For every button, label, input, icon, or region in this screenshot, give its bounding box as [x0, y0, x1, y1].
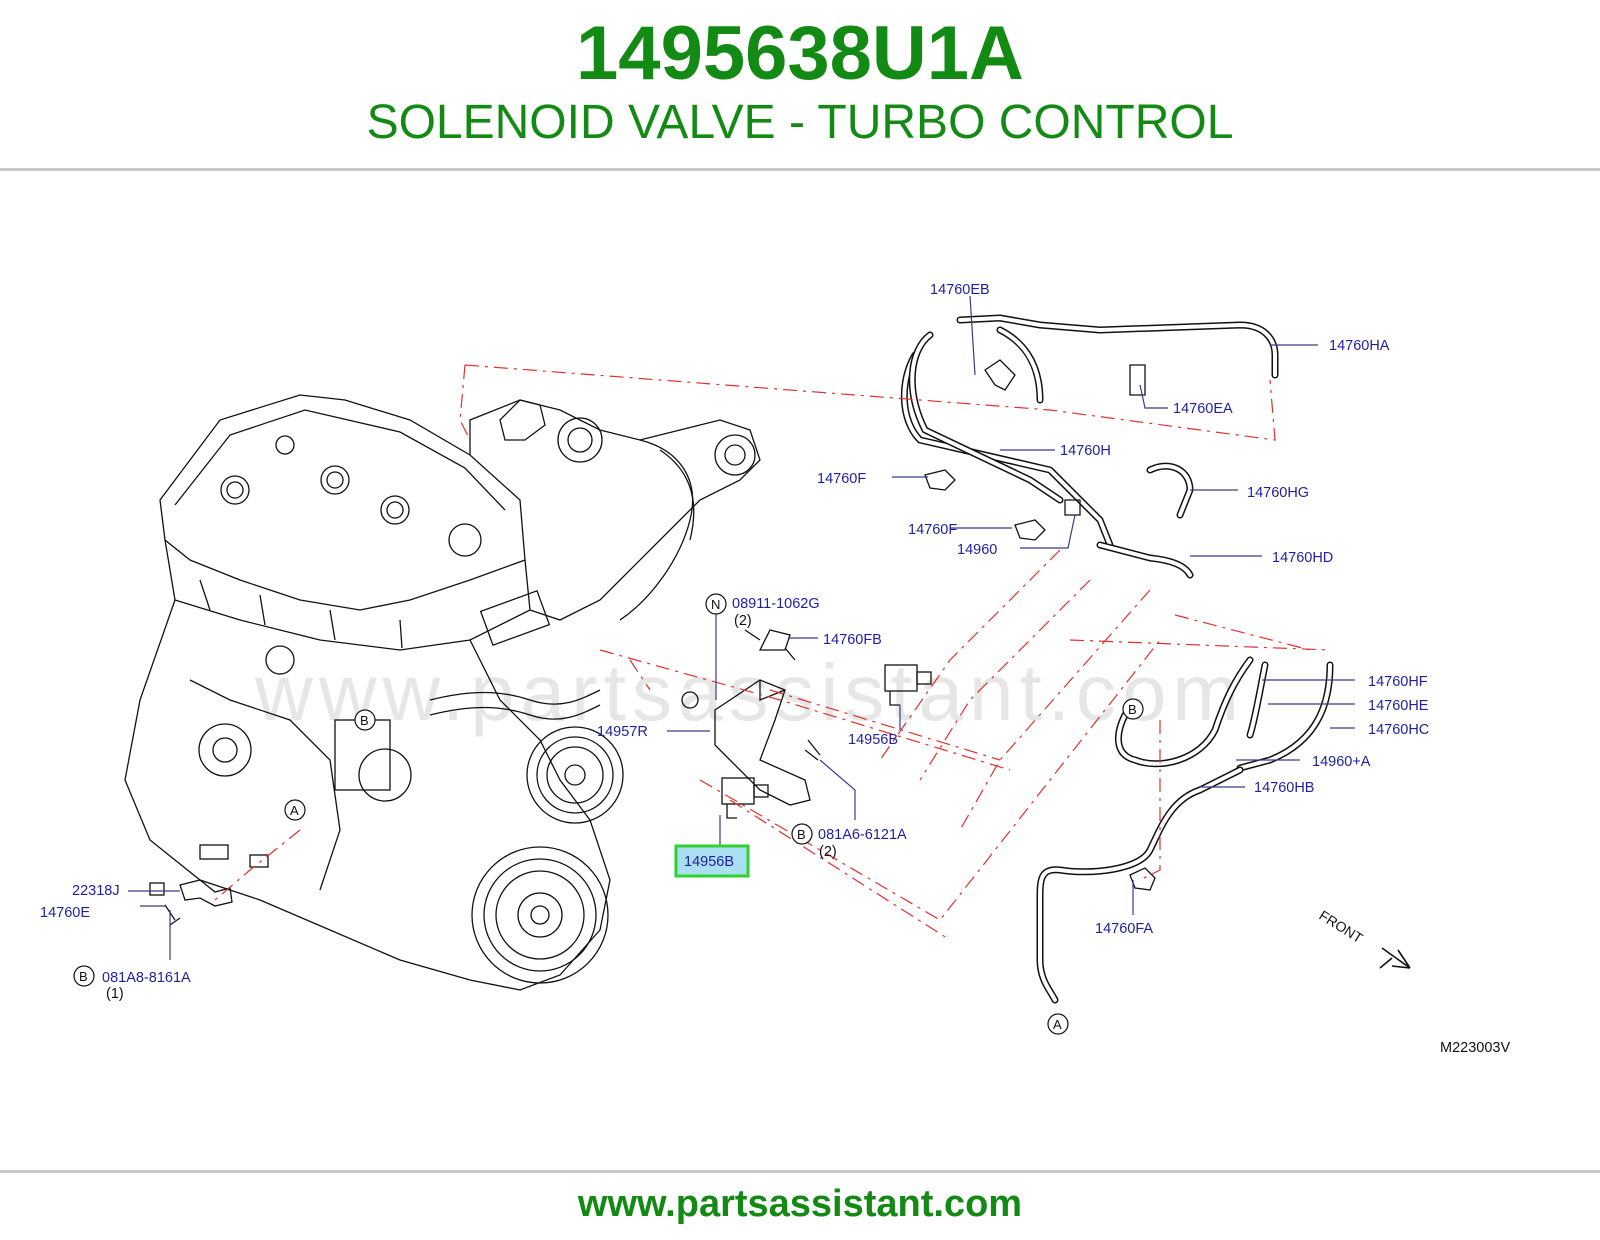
callout-14760E[interactable]: 14760E [40, 905, 90, 921]
callout-081A8-8161A[interactable]: 081A8-8161A [102, 970, 191, 986]
callout-14760EB[interactable]: 14760EB [930, 282, 990, 298]
part-callouts: 14760EB 14760HA 14760EA 14760H 14760F 14… [40, 282, 1429, 1002]
footer-divider [0, 1170, 1600, 1173]
callout-14960[interactable]: 14960 [957, 542, 997, 558]
callout-14760HB[interactable]: 14760HB [1254, 780, 1314, 796]
callout-08911-1062G[interactable]: 08911-1062G [732, 596, 820, 612]
callout-081A6-6121A[interactable]: 081A6-6121A [818, 827, 907, 843]
reference-markers: N B B B B A A [73, 593, 1144, 1035]
marker-b-1: B [360, 713, 369, 728]
marker-b-3: B [797, 827, 806, 842]
callout-14960A[interactable]: 14960+A [1312, 754, 1371, 770]
callout-14956B-1[interactable]: 14956B [848, 732, 898, 748]
callout-14760HE[interactable]: 14760HE [1368, 698, 1429, 714]
callout-081A8-qty: (1) [106, 986, 124, 1002]
callout-14760FA[interactable]: 14760FA [1095, 921, 1153, 937]
watermark: www.partsassistant.com [254, 648, 1245, 737]
callout-14760H[interactable]: 14760H [1060, 443, 1111, 459]
part-number: 1495638U1A [576, 11, 1024, 96]
callout-14957R[interactable]: 14957R [597, 724, 648, 740]
solenoid-bracket-group [681, 629, 932, 819]
footer-url[interactable]: www.partsassistant.com [577, 1183, 1023, 1225]
vacuum-hoses-upper [900, 314, 1279, 579]
callout-14760F-2[interactable]: 14760F [908, 522, 957, 538]
callout-14760FB[interactable]: 14760FB [823, 632, 882, 648]
front-arrow-icon [1379, 947, 1411, 969]
parts-diagram: www.partsassistant.com [40, 282, 1510, 1056]
marker-a-1: A [290, 803, 299, 818]
callout-08911-qty: (2) [734, 613, 752, 629]
callout-14760HD[interactable]: 14760HD [1272, 550, 1333, 566]
diagram-code: M223003V [1440, 1040, 1510, 1056]
front-label: FRONT [1316, 907, 1366, 946]
marker-b-2: B [1128, 702, 1137, 717]
callout-22318J[interactable]: 22318J [72, 883, 120, 899]
callout-14760HA[interactable]: 14760HA [1329, 338, 1390, 354]
highlighted-part-label[interactable]: 14956B [684, 854, 734, 870]
vacuum-hoses-lower [1036, 656, 1334, 1004]
highlighted-part-box[interactable]: 14956B [674, 844, 750, 878]
marker-b-4: B [79, 969, 88, 984]
callout-14760F-1[interactable]: 14760F [817, 471, 866, 487]
header-divider [0, 168, 1600, 171]
callout-14760HG[interactable]: 14760HG [1247, 485, 1309, 501]
reference-lines [214, 364, 1331, 941]
front-indicator: FRONT [1316, 907, 1411, 969]
marker-n: N [711, 597, 720, 612]
callout-14760HF[interactable]: 14760HF [1368, 674, 1428, 690]
callout-14760EA[interactable]: 14760EA [1173, 401, 1233, 417]
part-name: SOLENOID VALVE - TURBO CONTROL [366, 96, 1234, 149]
marker-a-2: A [1053, 1017, 1062, 1032]
callout-14760HC[interactable]: 14760HC [1368, 722, 1429, 738]
leader-lines [128, 295, 1355, 960]
callout-081A6-qty: (2) [819, 844, 837, 860]
